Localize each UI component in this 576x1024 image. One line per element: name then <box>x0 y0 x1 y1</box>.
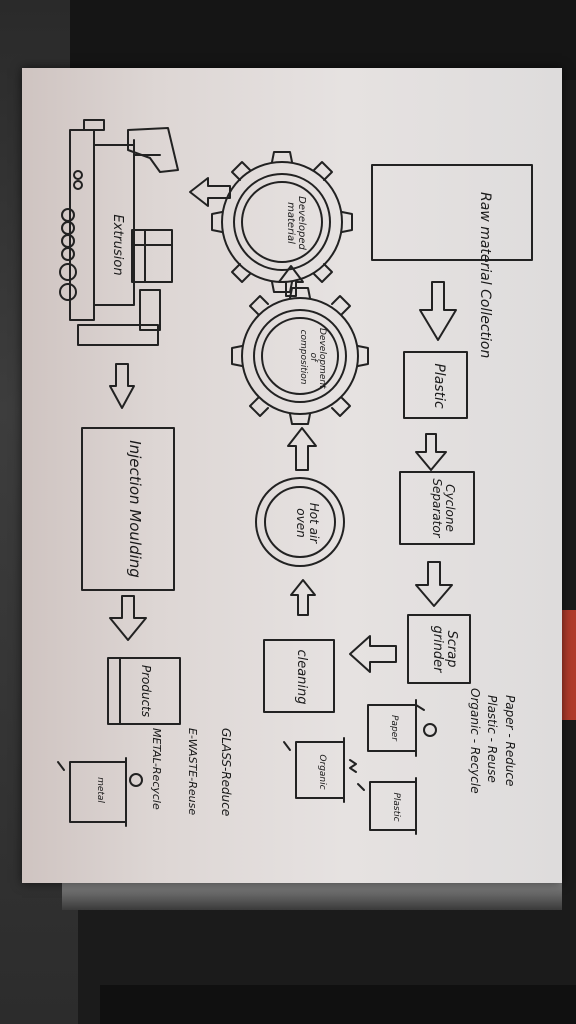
injection-moulding-box <box>81 427 175 591</box>
bin-plastic <box>357 777 417 835</box>
bin-organic-label: Organic <box>317 754 327 790</box>
legend-metal: METAL-Recycle <box>150 728 163 810</box>
arrow-down-1 <box>419 281 457 341</box>
hot-air-oven-inner <box>264 486 336 558</box>
bin-paper <box>367 699 437 757</box>
arrow-left-1 <box>349 635 397 673</box>
scrap-grinder-box <box>407 614 471 684</box>
legend-glass: GLASS-Reduce <box>219 728 233 817</box>
background-top <box>70 0 576 80</box>
arrow-down-2 <box>415 433 447 471</box>
arrow-down-4 <box>109 363 135 409</box>
drawing-sheet <box>22 68 562 883</box>
arrow-up-1 <box>290 579 316 616</box>
composition-label: Development of composition <box>298 328 327 389</box>
legend-plastic: Plastic - Reuse <box>485 695 499 783</box>
injection-moulding-label: Injection Moulding <box>126 440 144 578</box>
extrusion-machine <box>59 119 179 346</box>
bin-metal <box>57 757 143 827</box>
raw-material-box <box>371 164 533 261</box>
cyclone-separator-label: Cyclone Separator <box>430 478 457 538</box>
products-box <box>107 657 181 725</box>
legend-organic: Organic - Recycle <box>468 688 482 794</box>
arrow-down-3 <box>415 561 453 607</box>
hot-air-oven-outer <box>255 477 345 567</box>
hot-air-oven-label: Hot air oven <box>294 502 321 544</box>
arrow-left-2 <box>189 177 231 207</box>
paper-shadow <box>62 880 562 910</box>
background-bottom <box>100 985 576 1024</box>
plastic-box <box>403 351 468 419</box>
legend-paper: Paper - Reduce <box>503 695 517 787</box>
cyclone-separator-box <box>399 471 475 545</box>
products-label: Products <box>139 664 153 718</box>
arrow-down-5 <box>109 595 147 641</box>
raw-material-label: Raw material Collection <box>477 192 493 358</box>
extrusion-label: Extrusion <box>110 214 125 276</box>
cleaning-box <box>263 639 335 713</box>
bin-organic <box>283 737 357 803</box>
developed-material-gear <box>211 151 353 293</box>
cleaning-label: cleaning <box>294 649 309 705</box>
bin-paper-label: Paper <box>389 715 399 741</box>
bin-metal-label: metal <box>95 777 105 803</box>
arrow-up-2 <box>287 427 317 471</box>
developed-material-label: Developed material <box>285 196 308 250</box>
background-red-object <box>560 610 576 720</box>
bin-plastic-label: Plastic <box>391 792 401 822</box>
composition-gear <box>231 287 369 425</box>
plastic-label: Plastic <box>431 363 447 409</box>
scrap-grinder-label: Scrap grinder <box>430 625 459 673</box>
legend-ewaste: E-WASTE-Reuse <box>186 728 199 816</box>
